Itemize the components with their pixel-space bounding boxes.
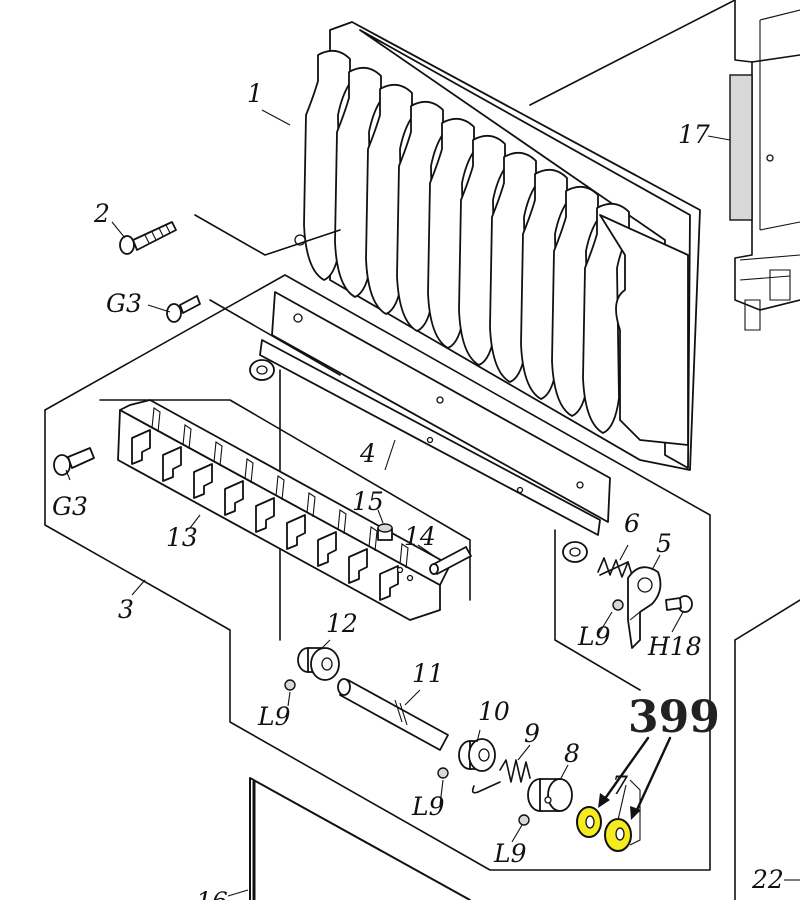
bar-part-4 (249, 291, 611, 563)
setscrew-l9-c (437, 767, 449, 779)
label-l9-a: L9 (577, 622, 611, 651)
comb-rail-part-13 (117, 399, 451, 621)
comb-tooth (131, 429, 151, 465)
shaft-part-11 (337, 678, 449, 751)
setscrew-l9-a (612, 599, 624, 611)
lower-frame-fragment (227, 777, 471, 900)
comb-tooth-post (368, 526, 378, 552)
comb-tooth-post (244, 458, 254, 484)
finger-plate (582, 202, 630, 434)
label-g3-upper: G3 (106, 289, 142, 318)
comb-tooth-post (306, 492, 316, 518)
label-13: 13 (166, 523, 198, 552)
collar-part-12 (297, 647, 340, 681)
finger-assembly-part-1 (294, 21, 701, 471)
comb-tooth (224, 480, 244, 516)
side-panel-part-17 (529, 0, 800, 900)
callout-arrows (598, 736, 672, 820)
label-22: 22 (751, 865, 784, 894)
label-1: 1 (247, 79, 263, 108)
label-h18: H18 (647, 632, 702, 661)
label-6: 6 (624, 509, 640, 538)
torsion-spring-part-9 (471, 759, 531, 794)
label-10: 10 (478, 697, 510, 726)
screw-part-2 (119, 221, 177, 255)
comb-tooth-post (399, 543, 409, 569)
comb-tooth-post (337, 509, 347, 535)
screw-g3-upper (166, 295, 201, 323)
comb-tooth (286, 514, 306, 550)
spring-part-6 (597, 557, 633, 578)
label-l9-b: L9 (257, 702, 291, 731)
comb-tooth-post (275, 475, 285, 501)
nut-part-15 (377, 523, 393, 541)
callout-399: 399 (628, 692, 720, 743)
label-11: 11 (412, 659, 444, 688)
setscrew-l9-d (518, 814, 530, 826)
label-15: 15 (352, 487, 384, 516)
setscrew-l9-b (284, 679, 296, 691)
comb-tooth (162, 446, 182, 482)
label-17: 17 (678, 120, 710, 149)
comb-tooth (255, 497, 275, 533)
assembly-boundary (44, 214, 711, 871)
label-8: 8 (564, 739, 580, 768)
comb-tooth (348, 548, 368, 584)
label-g3-lower: G3 (52, 492, 88, 521)
label-7: 7 (612, 771, 628, 800)
lever-part-5 (627, 566, 662, 649)
label-l9-d: L9 (493, 839, 527, 868)
comb-tooth (193, 463, 213, 499)
pin-part-14 (429, 546, 472, 575)
part-labels: 1 2 G3 G3 4 13 3 15 14 6 5 L9 H18 12 L9 … (52, 79, 784, 900)
screw-g3-lower (53, 447, 95, 476)
screw-h18 (665, 595, 693, 613)
comb-tooth (379, 565, 399, 601)
label-14: 14 (404, 522, 436, 551)
comb-tooth (317, 531, 337, 567)
label-16: 16 (196, 887, 228, 900)
label-9: 9 (524, 719, 540, 748)
washer-part-7-a (576, 806, 602, 838)
label-l9-c: L9 (411, 792, 445, 821)
label-3: 3 (118, 595, 134, 624)
comb-tooth-post (213, 441, 223, 467)
cylinder-part-8 (527, 778, 573, 812)
washer-part-7-b (604, 818, 632, 852)
collar-part-10 (458, 738, 496, 772)
comb-tooth-post (151, 407, 161, 433)
label-5: 5 (656, 529, 672, 558)
label-12: 12 (326, 609, 358, 638)
leader-lines (65, 109, 800, 881)
label-2: 2 (93, 199, 110, 228)
label-4: 4 (359, 439, 376, 468)
comb-tooth-post (182, 424, 192, 450)
